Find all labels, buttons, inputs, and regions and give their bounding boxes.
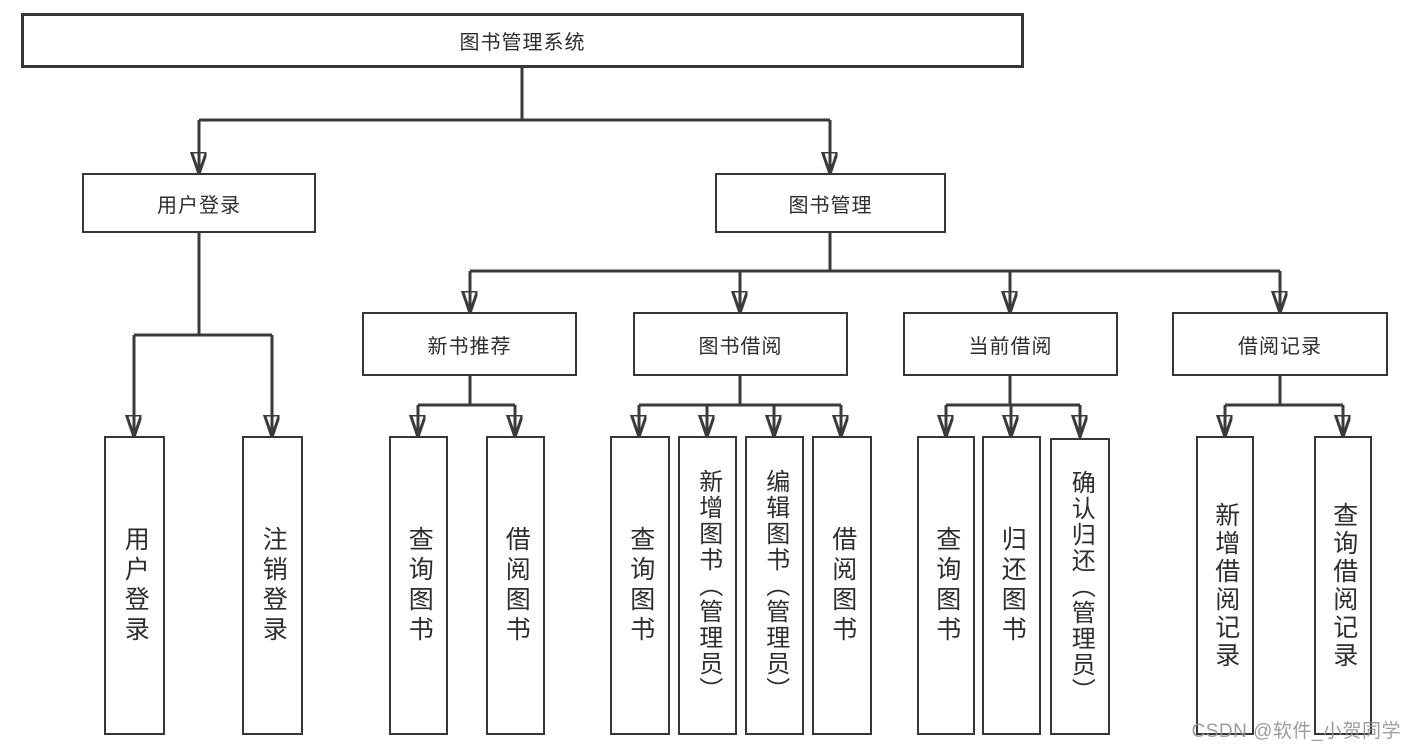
connector-book-borrow-children	[639, 376, 841, 436]
node-book-management: 图书管理	[715, 173, 946, 233]
leaf-add-borrow-record: 新增借阅记录	[1196, 436, 1254, 735]
node-label: 图书管理系统	[459, 32, 586, 54]
node-label: 查询图书	[626, 525, 655, 646]
leaf-confirm-return-admin: 确认归还（管理员）	[1050, 438, 1110, 735]
node-new-book-recommend: 新书推荐	[362, 312, 577, 376]
connector-borrow-records-children	[1225, 376, 1343, 436]
node-label: 新增图书（管理员）	[694, 468, 722, 703]
node-label: 图书借阅	[698, 335, 783, 358]
node-label: 新书推荐	[427, 335, 512, 358]
leaf-logout-login: 注销登录	[242, 436, 303, 735]
node-label: 新增借阅记录	[1211, 501, 1240, 670]
node-label: 查询借阅记录	[1329, 501, 1358, 670]
node-root-library-management-system: 图书管理系统	[21, 13, 1024, 68]
leaf-user-login: 用户登录	[104, 436, 165, 735]
leaf-borrow-book: 借阅图书	[812, 436, 872, 735]
node-current-borrow: 当前借阅	[903, 312, 1118, 376]
node-label: 用户登录	[157, 194, 241, 217]
node-book-borrow: 图书借阅	[633, 312, 848, 376]
connector-user-login-children	[134, 233, 272, 436]
leaf-query-book-borrow: 查询图书	[610, 436, 670, 735]
node-label: 查询图书	[405, 525, 434, 646]
node-label: 查询图书	[932, 525, 961, 646]
node-label: 注销登录	[259, 525, 288, 646]
node-label: 编辑图书（管理员）	[761, 468, 789, 703]
leaf-borrow-book-recommend: 借阅图书	[486, 436, 545, 735]
leaf-query-book-recommend: 查询图书	[389, 436, 448, 735]
node-label: 用户登录	[121, 525, 150, 646]
leaf-edit-book-admin: 编辑图书（管理员）	[745, 436, 804, 735]
connector-new-book-children	[418, 376, 515, 436]
node-borrow-records: 借阅记录	[1172, 312, 1388, 376]
connector-current-borrow-children	[946, 376, 1080, 436]
node-label: 图书管理	[788, 194, 873, 217]
node-label: 借阅图书	[828, 525, 857, 646]
node-label: 确认归还（管理员）	[1067, 469, 1095, 704]
leaf-return-book: 归还图书	[982, 436, 1041, 735]
leaf-query-borrow-record: 查询借阅记录	[1314, 436, 1372, 735]
connector-root-to-level2	[199, 68, 830, 173]
csdn-watermark: CSDN @软件_小贺同学	[1191, 721, 1401, 742]
leaf-query-book-current: 查询图书	[917, 436, 975, 735]
node-label: 借阅记录	[1238, 335, 1322, 358]
leaf-add-book-admin: 新增图书（管理员）	[678, 436, 737, 735]
connector-book-management-children	[470, 233, 1280, 312]
node-user-login: 用户登录	[82, 173, 316, 233]
node-label: 借阅图书	[502, 525, 531, 646]
node-label: 当前借阅	[968, 335, 1053, 358]
node-label: 归还图书	[998, 525, 1027, 646]
